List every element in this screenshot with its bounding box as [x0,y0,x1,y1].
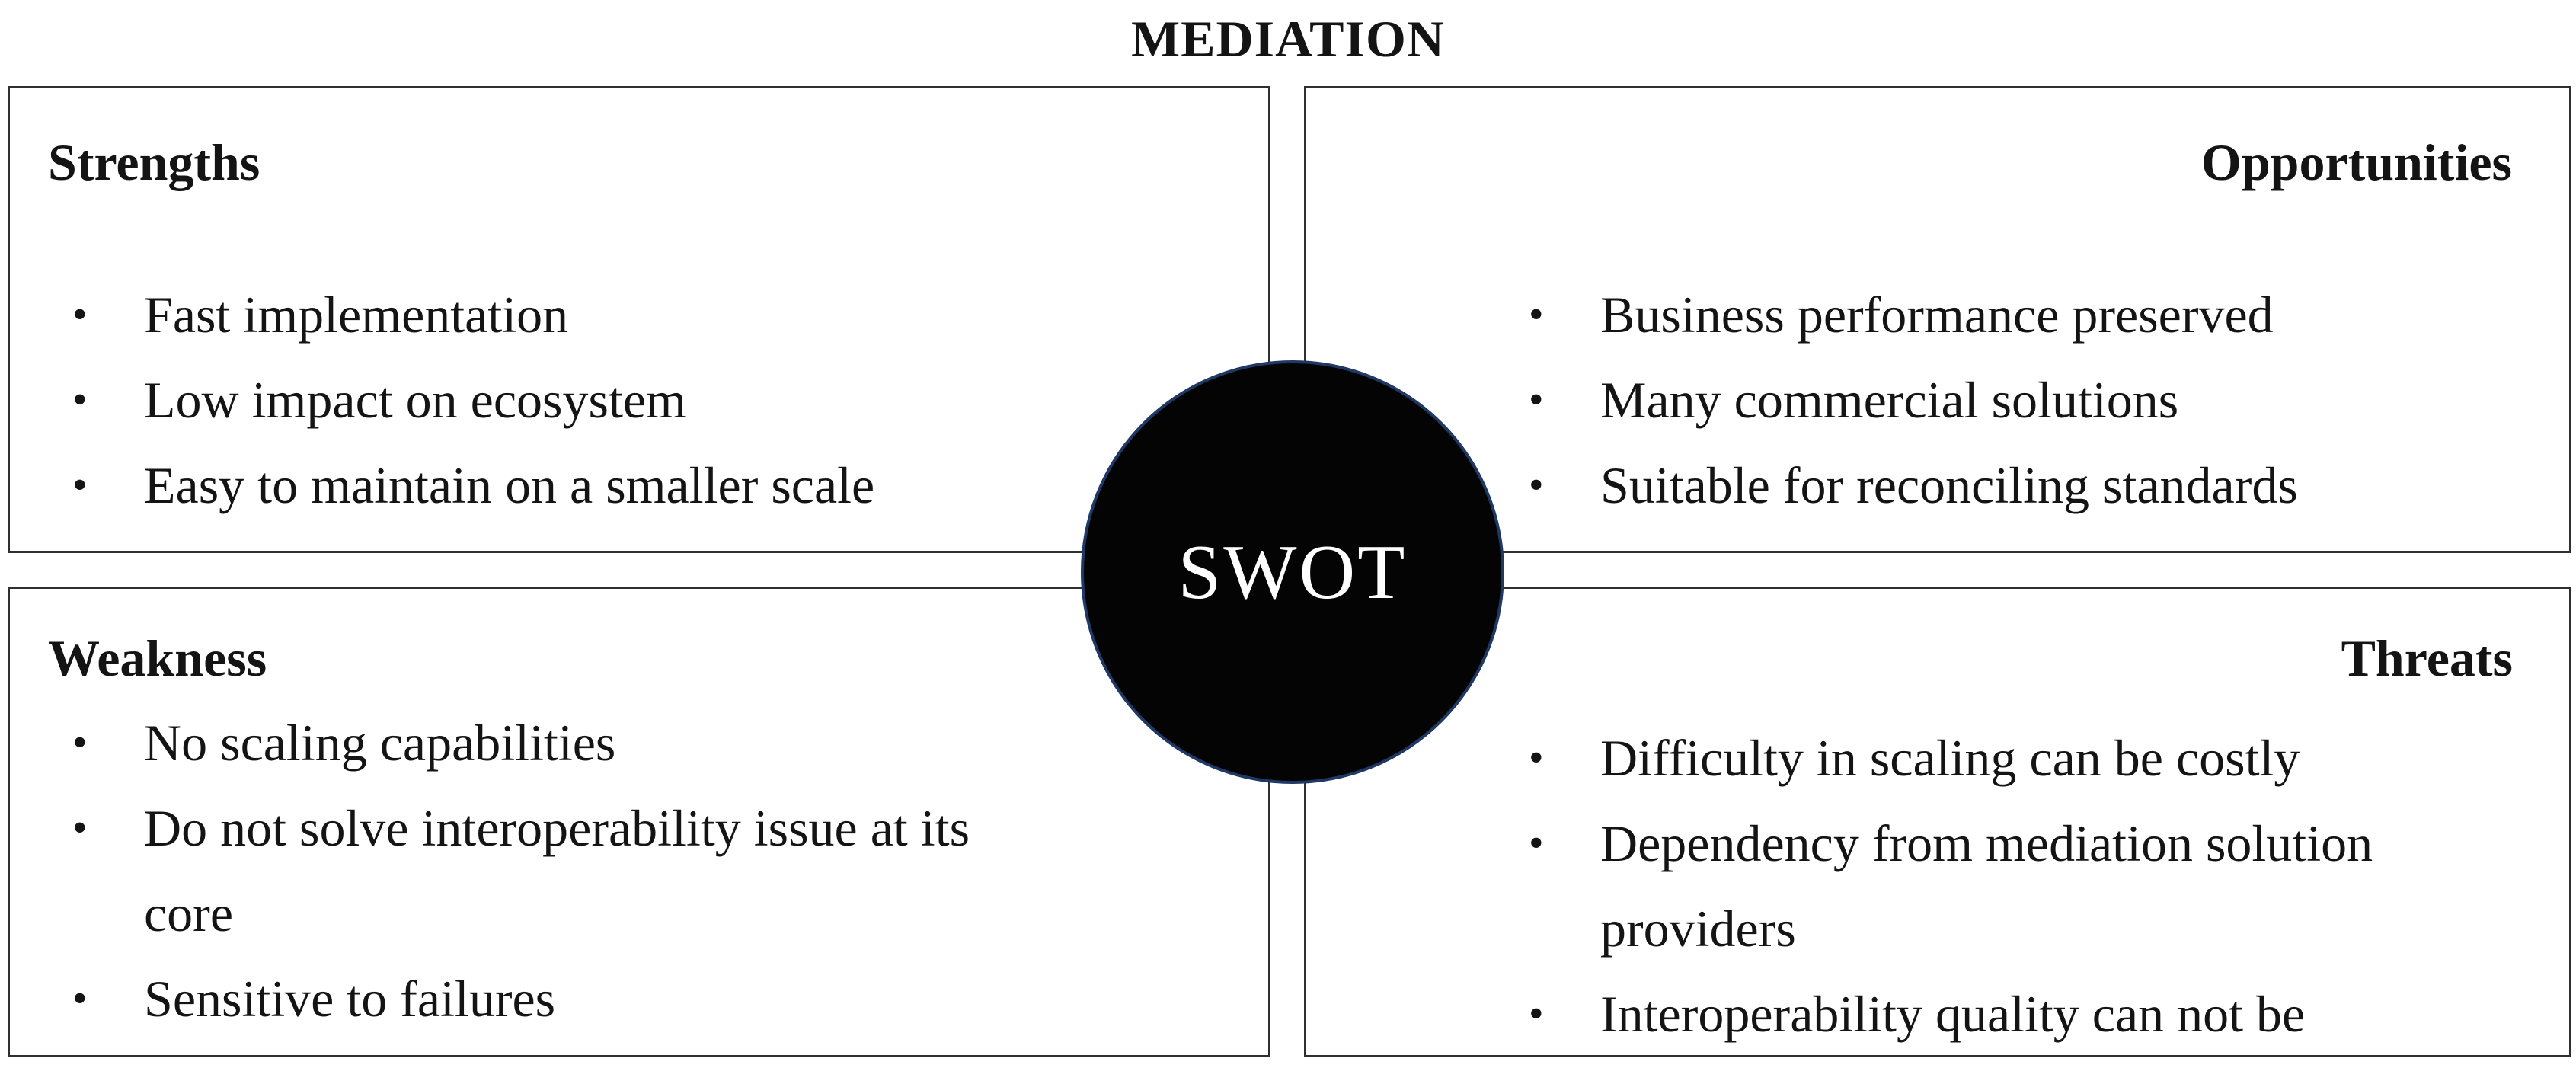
bullet-item: • Do not solve interoperability issue at … [72,785,1050,956]
bullet-icon: • [1529,820,1544,868]
bullet-icon: • [72,291,88,339]
swot-center-label: SWOT [1178,529,1408,616]
strengths-heading: Strengths [48,133,260,191]
opportunities-heading: Opportunities [2200,133,2512,191]
bullet-icon: • [1529,734,1544,782]
quadrant-threats: Threats • Difficulty in scaling can be co… [1304,587,2571,1057]
bullet-item: • Business performance preserved [1529,272,2516,357]
threats-list: • Difficulty in scaling can be costly • Dep… [1529,715,2519,1068]
quadrant-opportunities: Opportunities • Business performance pres… [1304,86,2571,553]
bullet-text: Difficulty in scaling can be costly [1600,729,2300,788]
bullet-text: Sensitive to failures [144,970,556,1028]
swot-center-circle: SWOT [1081,360,1504,784]
bullet-text: Suitable for reconciling standards [1600,456,2298,515]
bullet-icon: • [72,719,88,767]
bullet-item: • Low impact on ecosystem [72,357,1238,443]
weakness-list: • No scaling capabilities • Do not solve in… [72,700,1050,1041]
bullet-item: • Fast implementation [72,272,1238,357]
bullet-text: Low impact on ecosystem [144,371,686,430]
bullet-icon: • [72,376,88,424]
bullet-item: • Suitable for reconciling standards [1529,443,2516,528]
bullet-text: Dependency from mediation solution provi… [1600,814,2373,958]
bullet-icon: • [1529,990,1544,1038]
quadrant-weakness: Weakness • No scaling capabilities • Do not… [8,587,1270,1057]
bullet-icon: • [72,975,88,1023]
bullet-icon: • [72,462,88,510]
bullet-item: • Dependency from mediation solution prov… [1529,801,2519,971]
bullet-icon: • [1529,376,1544,424]
opportunities-list: • Business performance preserved • Many com… [1529,272,2516,528]
weakness-heading: Weakness [48,629,267,687]
bullet-item: • Interoperability quality can not be gua… [1529,971,2519,1068]
bullet-text: Easy to maintain on a smaller scale [144,456,875,515]
bullet-text: No scaling capabilities [144,714,616,772]
bullet-icon: • [72,804,88,852]
bullet-text: Interoperability quality can not be guar… [1600,985,2306,1044]
bullet-item: • Many commercial solutions [1529,357,2516,443]
bullet-icon: • [1529,462,1544,510]
bullet-item: • Difficulty in scaling can be costly [1529,715,2519,801]
bullet-item: • Sensitive to failures [72,956,1050,1041]
bullet-text: Fast implementation [144,286,569,344]
diagram-title: MEDIATION [1131,10,1445,68]
bullet-item: • No scaling capabilities [72,700,1050,785]
bullet-text: Many commercial solutions [1600,371,2179,430]
quadrant-strengths: Strengths • Fast implementation • Low impac… [8,86,1270,553]
threats-heading: Threats [2341,629,2513,687]
bullet-text: Do not solve interoperability issue at i… [144,799,970,943]
bullet-item: • Easy to maintain on a smaller scale [72,443,1238,528]
strengths-list: • Fast implementation • Low impact on ecosy… [72,272,1238,528]
bullet-icon: • [1529,291,1544,339]
bullet-text: Business performance preserved [1600,286,2274,344]
